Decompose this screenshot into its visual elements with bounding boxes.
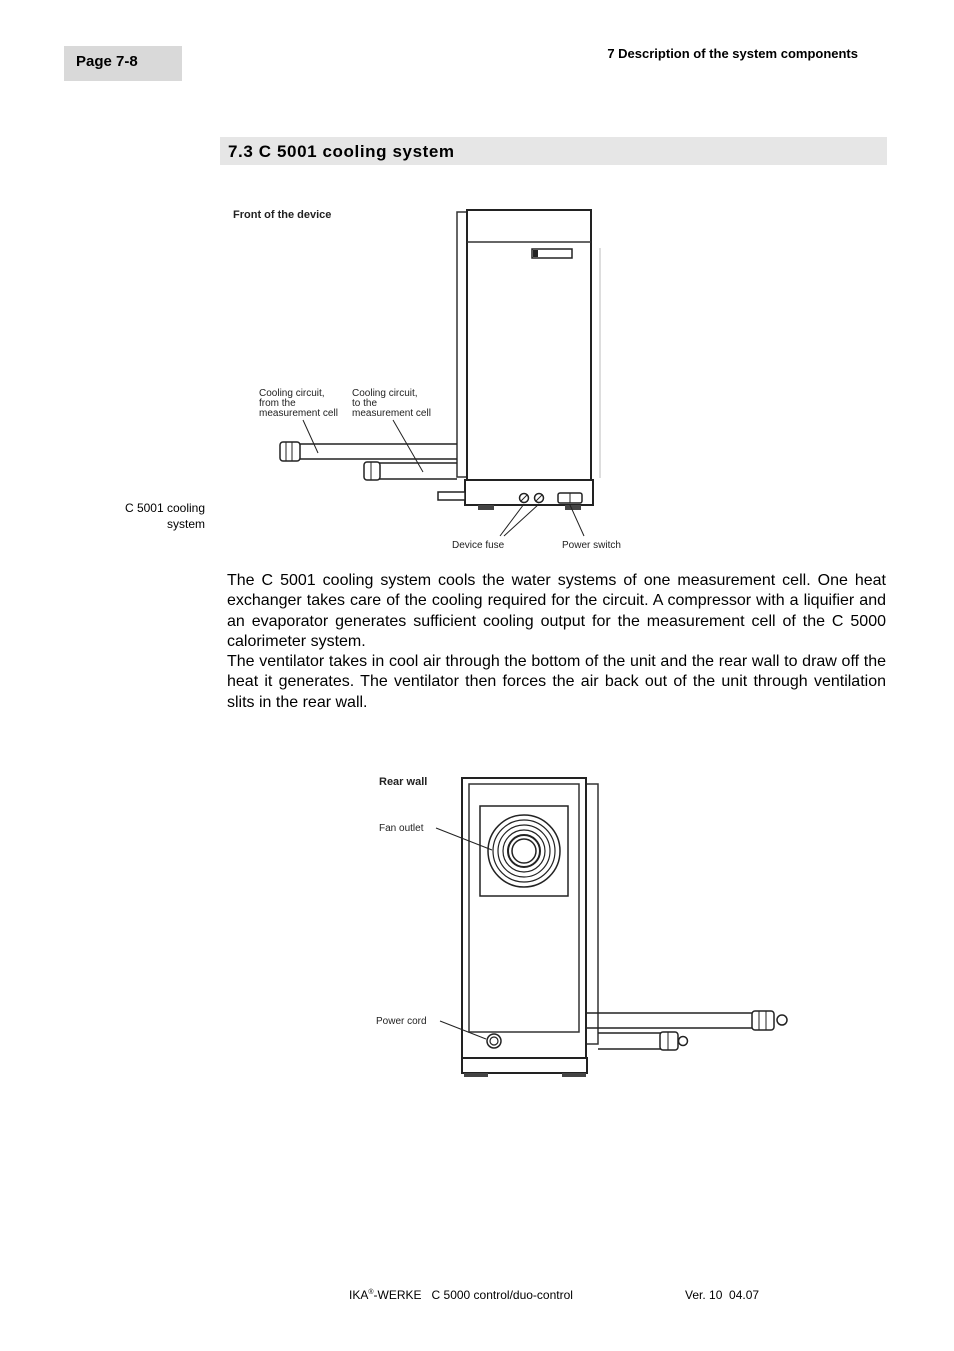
footer-version: Ver. 10 04.07 bbox=[685, 1288, 760, 1302]
page-number-tab: Page 7-8 bbox=[64, 46, 182, 81]
section-heading: 7.3 C 5001 cooling system bbox=[220, 137, 887, 165]
body-text: The C 5001 cooling system cools the wate… bbox=[227, 571, 886, 713]
label-fan-outlet: Fan outlet bbox=[379, 823, 424, 834]
front-figure-title: Front of the device bbox=[233, 209, 331, 221]
front-device-figure: Front of the device Coolin bbox=[228, 200, 638, 558]
label-power-cord: Power cord bbox=[376, 1016, 427, 1027]
paragraph-2: The ventilator takes in cool air through… bbox=[227, 653, 886, 711]
footer-brand-name: IKA bbox=[349, 1288, 369, 1302]
label-from-circuit-line3: measurement cell bbox=[259, 408, 338, 419]
label-to-circuit-line3: measurement cell bbox=[352, 408, 431, 419]
margin-note: C 5001 cooling system bbox=[100, 500, 205, 532]
rear-wall-figure: Rear wall Fan outlet P bbox=[372, 770, 792, 1082]
rear-wall-drawing: Rear wall Fan outlet P bbox=[376, 776, 788, 1077]
label-from-circuit-line2: from the bbox=[259, 398, 296, 409]
label-power-switch: Power switch bbox=[562, 540, 621, 551]
label-to-circuit-line2: to the bbox=[352, 398, 377, 409]
paragraph-1: The C 5001 cooling system cools the wate… bbox=[227, 572, 886, 650]
registered-mark: ® bbox=[368, 1289, 374, 1296]
margin-note-line2: system bbox=[166, 517, 205, 531]
margin-note-line1: C 5001 cooling bbox=[124, 501, 205, 515]
front-device-drawing: Front of the device Coolin bbox=[233, 209, 621, 551]
label-device-fuse: Device fuse bbox=[452, 540, 505, 551]
label-from-circuit-line1: Cooling circuit, bbox=[259, 388, 325, 399]
chapter-title: 7 Description of the system components bbox=[607, 46, 858, 61]
label-to-circuit-line1: Cooling circuit, bbox=[352, 388, 418, 399]
footer-product: -WERKE C 5000 control/duo-control bbox=[373, 1288, 573, 1302]
rear-figure-title: Rear wall bbox=[379, 776, 427, 788]
footer-brand: IKA®-WERKE C 5000 control/duo-control bbox=[349, 1288, 573, 1302]
